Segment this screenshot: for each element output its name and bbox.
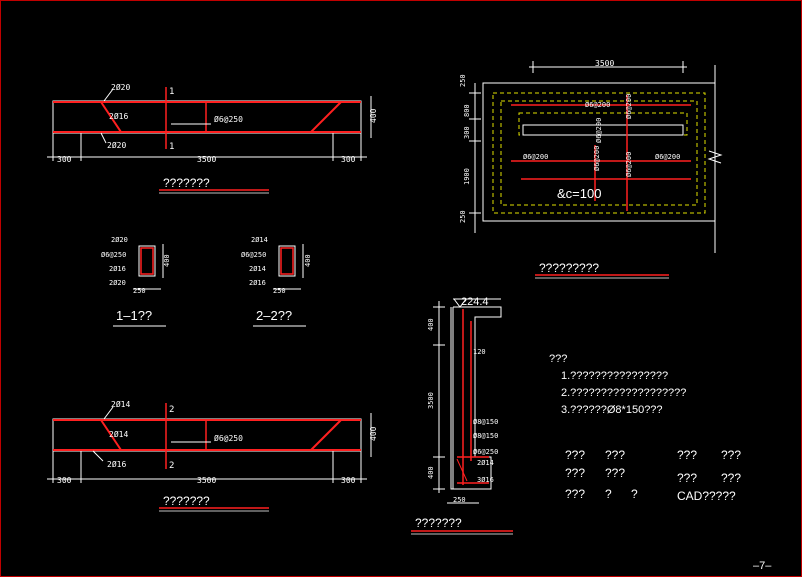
beam1-stirrup: Ø6@250: [214, 114, 243, 124]
page-number: –7–: [753, 560, 772, 572]
beam2-stirrup: Ø6@250: [214, 433, 243, 443]
notes-heading: ???: [549, 353, 567, 365]
beam2-section-mark-top: 2: [169, 405, 174, 415]
section2-stirrup: Ø6@250: [241, 251, 266, 259]
beam2-section-mark-bottom: 2: [169, 461, 174, 471]
slab-bar-d: Ø6@200: [593, 146, 601, 171]
beam1-dim-span: 3500: [197, 155, 216, 164]
section1-stirrup: Ø6@250: [101, 251, 126, 259]
beam1-bot-bar: 2Ø20: [107, 140, 126, 150]
wall-title: ???????: [415, 516, 462, 530]
section1-bot-bar: 2Ø20: [109, 279, 126, 287]
slab-bar-e: Ø6@200: [625, 152, 633, 177]
tb-r3c4: CAD?????: [677, 489, 736, 503]
beam2-dim-span: 3500: [197, 476, 216, 485]
slab-dim-800: 800: [463, 104, 471, 117]
wall-section: [433, 298, 502, 504]
slab-bar-b: Ø6@200: [625, 94, 633, 119]
wall-bar-4: 2Ø14: [477, 459, 494, 467]
section1-height: 400: [163, 254, 171, 267]
section2-bot-bar: 2Ø16: [249, 279, 266, 287]
tb-r1c2: ???: [605, 448, 625, 462]
section1-mid-bar: 2Ø16: [109, 265, 126, 273]
beam2-title: ???????: [163, 494, 210, 508]
tb-r1c3: ???: [677, 448, 697, 462]
section2-mid-bar: 2Ø14: [249, 265, 266, 273]
beam1-section-mark-bottom: 1: [169, 142, 174, 152]
section1-title: 1–1??: [116, 308, 152, 323]
tb-r2c4: ???: [721, 471, 741, 485]
section2-top-bar: 2Ø14: [251, 236, 268, 244]
tb-r1c1: ???: [565, 448, 585, 462]
beam1-section-mark-top: 1: [169, 87, 174, 97]
beam1-dim-right: 300: [341, 155, 356, 164]
tb-r2c2: ???: [605, 466, 625, 480]
beam1-dim-left: 300: [57, 155, 72, 164]
tb-r3c2: ?: [605, 487, 612, 501]
section-2-2: [273, 244, 304, 290]
slab-dim-300: 300: [463, 126, 471, 139]
slab-dim-top: 3500: [595, 59, 614, 68]
slab-thickness: &c=100: [557, 186, 601, 201]
beam2-top-bar: 2Ø14: [111, 399, 130, 409]
section2-title: 2–2??: [256, 308, 292, 323]
wall-bar-3: Ø6@250: [473, 448, 498, 456]
slab-dim-250-top: 250: [459, 74, 467, 87]
slab-title: ?????????: [539, 261, 599, 275]
slab-bar-c: Ø6@200: [523, 153, 548, 161]
wall-elevation: 224.4: [461, 296, 489, 308]
beam1-title: ???????: [163, 176, 210, 190]
wall-bar-5: 3Ø16: [477, 476, 494, 484]
slab-dim-250-bot: 250: [459, 210, 467, 223]
section1-top-bar: 2Ø20: [111, 236, 128, 244]
beam1-mid-bar: 2Ø16: [109, 111, 128, 121]
slab-bar-a: Ø6@200: [585, 101, 610, 109]
notes-line-1: 1.????????????????: [561, 370, 668, 382]
slab-plan: [469, 61, 723, 253]
wall-dim-120: 120: [473, 348, 486, 356]
beam2-mid-bar: 2Ø14: [109, 429, 128, 439]
tb-r3c1: ???: [565, 487, 585, 501]
wall-bar-1: Ø8@150: [473, 418, 498, 426]
slab-dim-1900: 1900: [463, 168, 471, 185]
tb-r3c3: ?: [631, 487, 638, 501]
section2-width: 250: [273, 287, 286, 295]
tb-r2c3: ???: [677, 471, 697, 485]
wall-bar-2: Ø8@150: [473, 432, 498, 440]
slab-bar-g: Ø6@200: [595, 118, 603, 143]
wall-width: 250: [453, 496, 466, 504]
tb-r1c4: ???: [721, 448, 741, 462]
section-1-1: [133, 244, 164, 290]
beam-2-elevation: [47, 403, 372, 483]
beam1-height: 400: [369, 108, 378, 123]
section1-width: 250: [133, 287, 146, 295]
wall-dim-3500: 3500: [427, 392, 435, 409]
beam2-bot-bar: 2Ø16: [107, 459, 126, 469]
wall-dim-400-bot: 400: [427, 466, 435, 479]
wall-dim-400-top: 400: [427, 318, 435, 331]
notes-line-2: 2.???????????????????: [561, 387, 686, 399]
beam2-height: 400: [369, 426, 378, 441]
tb-r2c1: ???: [565, 466, 585, 480]
beam2-dim-right: 300: [341, 476, 356, 485]
beam-1-elevation: [47, 87, 372, 161]
notes-line-3: 3.??????Ø8*150???: [561, 404, 663, 416]
beam1-top-bar: 2Ø20: [111, 82, 130, 92]
slab-bar-f: Ø6@200: [655, 153, 680, 161]
beam2-dim-left: 300: [57, 476, 72, 485]
section2-height: 400: [304, 254, 312, 267]
